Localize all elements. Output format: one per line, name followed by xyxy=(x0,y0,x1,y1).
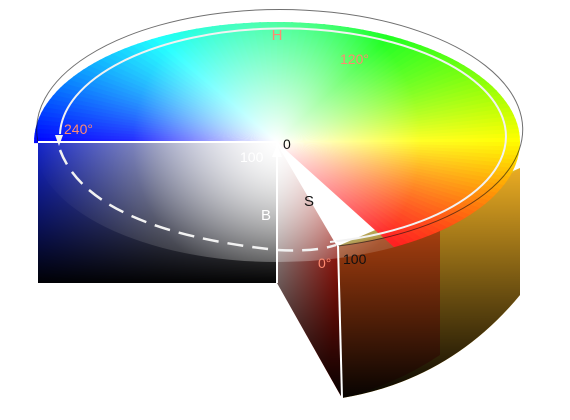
hue-axis-label: H xyxy=(272,27,283,44)
brightness-axis-label: B xyxy=(261,207,271,224)
hue-arrow-icon xyxy=(55,135,63,146)
saturation-axis-line xyxy=(276,141,339,247)
saturation-max-label: 100 xyxy=(343,251,367,267)
top-rim-outline xyxy=(36,9,524,247)
cylinder-side xyxy=(338,168,520,398)
labels: H 120° 240° 0° 0 S 100 B 100 xyxy=(64,27,369,271)
hue-120-label: 120° xyxy=(340,51,369,67)
hue-0-label: 0° xyxy=(318,255,331,271)
front-right-edge xyxy=(337,245,343,399)
brightness-max-label: 100 xyxy=(240,149,264,165)
hue-240-label: 240° xyxy=(64,121,93,137)
saturation-axis-label: S xyxy=(304,193,314,210)
dashed-hidden-circle xyxy=(58,149,337,252)
origin-label: 0 xyxy=(283,136,291,152)
hue-circle xyxy=(59,27,507,243)
brightness-arrow-icon xyxy=(272,145,282,157)
guide-lines xyxy=(36,9,524,399)
